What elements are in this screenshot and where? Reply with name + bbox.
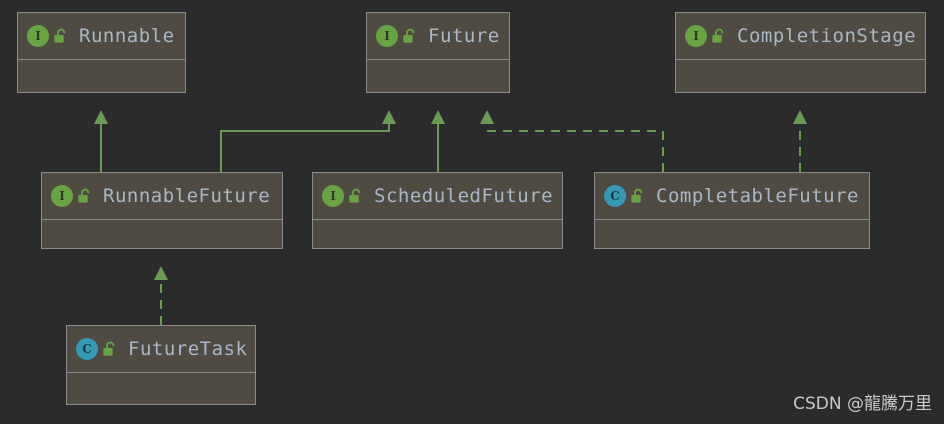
node-title: Runnable <box>79 25 175 47</box>
node-members-area <box>676 60 925 139</box>
interface-icon: I <box>27 25 49 47</box>
node-title: ScheduledFuture <box>374 185 554 207</box>
node-completionstage[interactable]: I CompletionStage <box>675 12 926 93</box>
unlock-icon <box>53 28 68 44</box>
node-header: C FutureTask <box>67 326 255 373</box>
interface-icon: I <box>51 185 73 207</box>
node-title: Future <box>428 25 500 47</box>
interface-icon: I <box>322 185 344 207</box>
node-completablefuture[interactable]: C CompletableFuture <box>594 172 870 249</box>
node-members-area <box>595 220 869 295</box>
node-title: FutureTask <box>128 338 248 360</box>
node-members-area <box>18 60 185 139</box>
node-scheduledfuture[interactable]: I ScheduledFuture <box>312 172 563 249</box>
interface-icon: I <box>685 25 707 47</box>
node-members-area <box>367 60 509 139</box>
node-members-area <box>42 220 282 295</box>
unlock-icon <box>102 341 117 357</box>
unlock-icon <box>77 188 92 204</box>
node-members-area <box>67 373 255 424</box>
node-title: CompletableFuture <box>656 185 859 207</box>
unlock-icon <box>348 188 363 204</box>
class-icon: C <box>76 338 98 360</box>
unlock-icon <box>402 28 417 44</box>
unlock-icon <box>711 28 726 44</box>
node-header: C CompletableFuture <box>595 173 869 220</box>
node-runnable[interactable]: I Runnable <box>17 12 186 93</box>
unlock-icon <box>630 188 645 204</box>
node-header: I RunnableFuture <box>42 173 282 220</box>
node-title: RunnableFuture <box>103 185 271 207</box>
node-header: I Future <box>367 13 509 60</box>
node-header: I Runnable <box>18 13 185 60</box>
node-header: I ScheduledFuture <box>313 173 562 220</box>
node-future[interactable]: I Future <box>366 12 510 93</box>
node-header: I CompletionStage <box>676 13 925 60</box>
interface-icon: I <box>376 25 398 47</box>
node-members-area <box>313 220 562 295</box>
watermark: CSDN @龍騰万里 <box>793 394 932 414</box>
node-title: CompletionStage <box>737 25 917 47</box>
node-futuretask[interactable]: C FutureTask <box>66 325 256 405</box>
class-icon: C <box>604 185 626 207</box>
node-runnablefuture[interactable]: I RunnableFuture <box>41 172 283 249</box>
